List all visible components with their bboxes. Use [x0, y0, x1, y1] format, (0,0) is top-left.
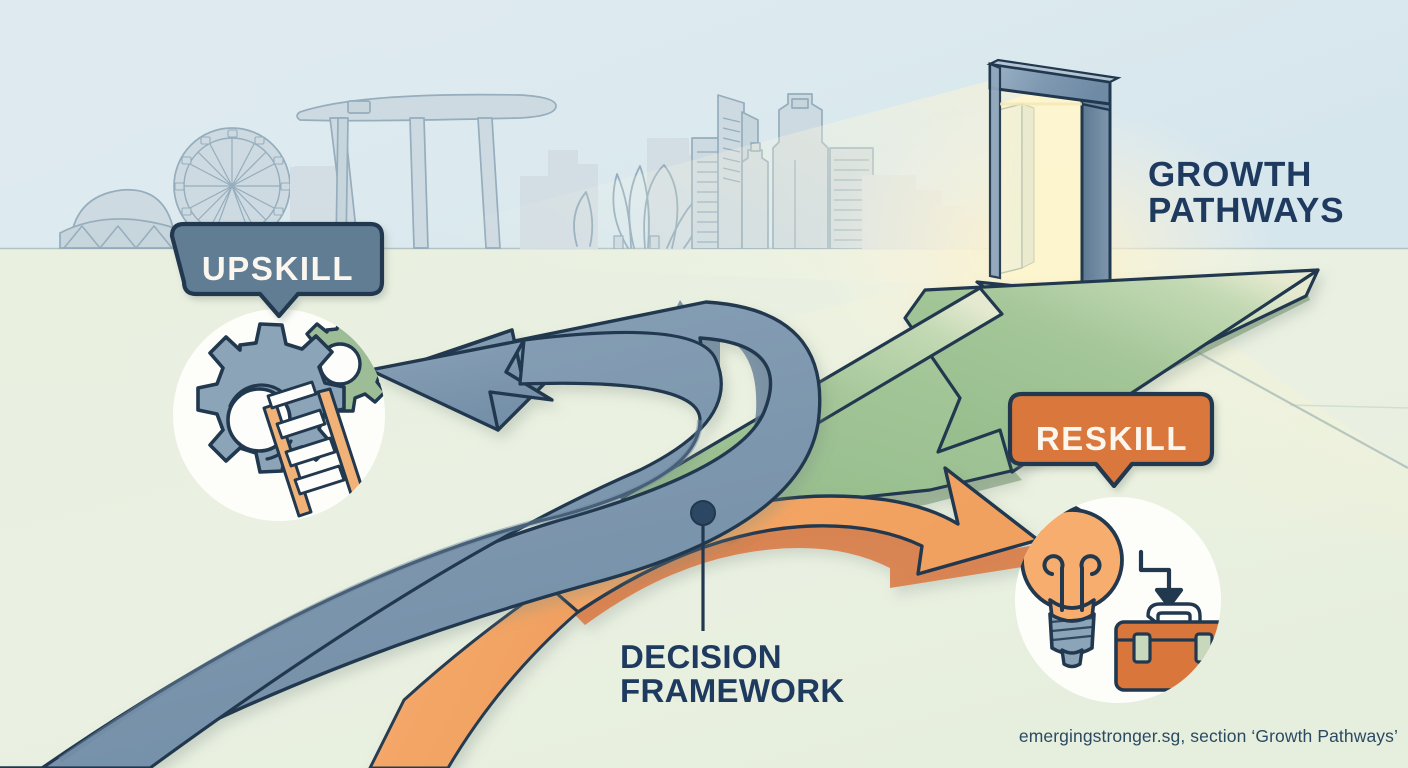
doorway-portal-icon — [986, 58, 1122, 296]
growth-pathways-heading: GROWTH PATHWAYS — [1148, 155, 1345, 231]
source-credit: emergingstronger.sg, section ‘Growth Pat… — [1018, 726, 1398, 746]
decision-framework-label: DECISION FRAMEWORK — [620, 638, 845, 710]
ladder-icon — [262, 380, 367, 518]
singapore-flyer-icon — [173, 127, 291, 245]
esplanade-dome-icon — [59, 188, 179, 249]
ground-perspective-line-2 — [1289, 404, 1408, 409]
decision-point-annotation — [690, 500, 716, 631]
transfer-arrow-icon — [1138, 549, 1184, 609]
reskill-badge[interactable] — [1007, 391, 1215, 489]
reskill-arrow-tail — [368, 584, 580, 768]
upskill-badge[interactable] — [169, 221, 385, 319]
decision-point-dot — [690, 500, 716, 526]
door-panel — [997, 103, 1023, 275]
door-frame-left-post — [988, 62, 1002, 280]
upskill-icon-group — [173, 309, 385, 521]
